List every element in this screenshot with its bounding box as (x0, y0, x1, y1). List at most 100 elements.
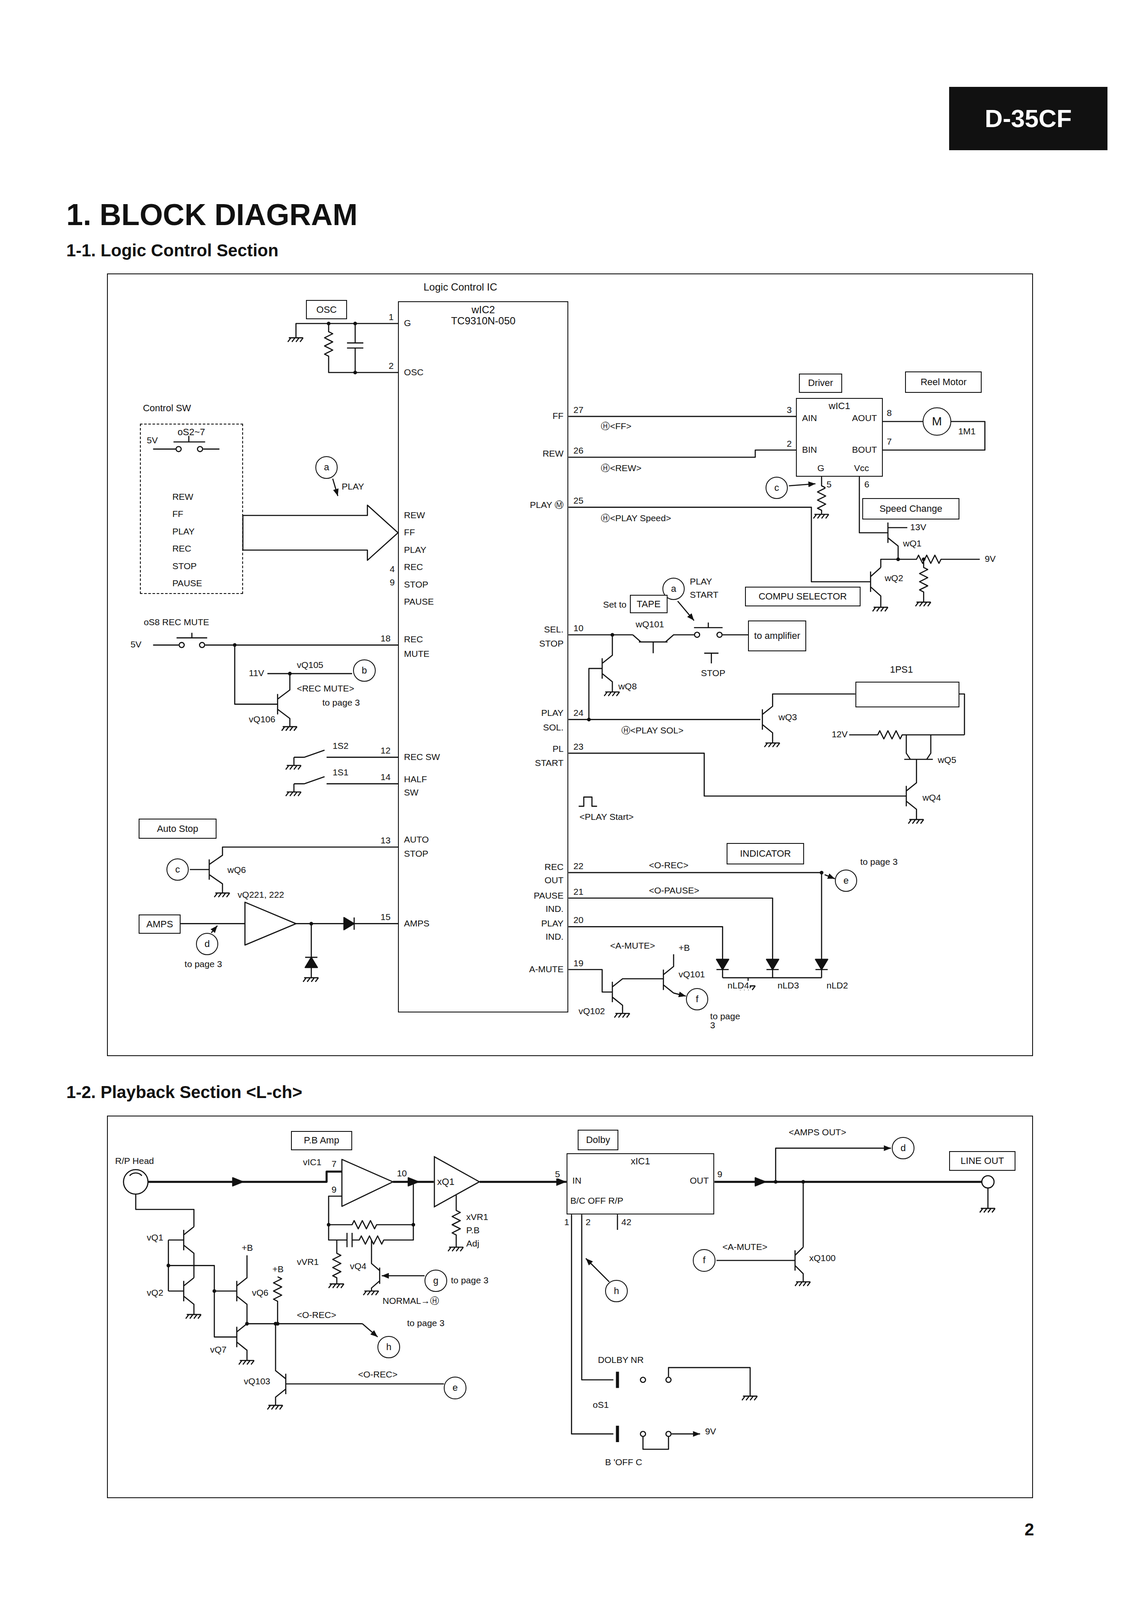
block-heading: 1-2. Playback Section <L-ch> (66, 1082, 303, 1102)
signal-label: wQ3 (777, 712, 798, 722)
signal-label: vQ105 (296, 660, 325, 670)
block-text: f (703, 1255, 706, 1266)
signal-label: 5V (145, 435, 159, 445)
signal-label: REC (403, 562, 424, 572)
block-box: COMPU SELECTOR (745, 586, 861, 606)
block-text: Driver (807, 377, 834, 389)
signal-label: 1S1 (331, 767, 350, 777)
signal-wire (882, 421, 923, 423)
output-circuit (716, 1181, 804, 1283)
block-heading: Logic Control IC (423, 281, 498, 293)
signal-label: vQ101 (677, 969, 707, 979)
indicator-circuit (766, 959, 779, 970)
half-rec-switches (293, 750, 398, 793)
signal-label: to page 3 (859, 857, 899, 867)
block-text: TC9310N-050 (451, 315, 516, 327)
a-mute-circuit (673, 993, 686, 997)
block-text: e (843, 875, 849, 886)
signal-label: 13V (909, 522, 927, 532)
signal-label: PAUSE (171, 578, 204, 588)
signal-label: AUTO (403, 834, 430, 844)
amplifier-triangle: xQ1 (433, 1156, 480, 1208)
output-circuit (755, 1177, 766, 1186)
signal-label: 7 (885, 436, 893, 446)
indicator-circuit (815, 959, 829, 970)
block-text: oS2~7 (177, 427, 205, 438)
signal-label: 19 (572, 958, 585, 968)
speed-circuit (568, 421, 985, 612)
rec-mute-circuit (153, 632, 398, 727)
amps-circuit (305, 957, 318, 968)
signal-label: Ⓗ<PLAY SOL> (620, 725, 685, 735)
callout-circle: d (195, 932, 219, 956)
block-heading: 1PS1 (890, 664, 914, 675)
head-switch-circuit (273, 1321, 278, 1326)
callout-circle: f (692, 1249, 716, 1272)
signal-label: +B (271, 1264, 285, 1274)
head-switch-circuit (245, 1321, 250, 1326)
signal-label: Adj (465, 1238, 481, 1248)
indicator-circuit (819, 870, 824, 875)
amps-circuit (302, 977, 319, 983)
block-box: OSC (305, 299, 347, 320)
head-switch-circuit (238, 1360, 255, 1365)
signal-label: HALF (403, 774, 428, 784)
signal-label: AOUT (851, 413, 878, 423)
head-switch-circuit (212, 1289, 217, 1294)
signal-label: to page 3 (406, 1318, 446, 1328)
signal-label: 2 (1023, 1520, 1035, 1538)
rec-mute-circuit (153, 632, 398, 731)
block-text: wIC1 (828, 400, 851, 412)
signal-label: 13 (379, 835, 392, 845)
block-text: to amplifier (754, 630, 801, 642)
signal-label: 10 (572, 623, 585, 633)
signal-label: SOL. (542, 722, 565, 732)
head-switch-circuit (166, 1263, 171, 1268)
solenoid-circuit (568, 694, 965, 820)
amps-circuit (180, 478, 398, 983)
playback-amp-circuit (123, 1169, 149, 1194)
signal-label: wQ4 (921, 792, 942, 802)
section-frame: 1-2. Playback Section <L-ch>P.B AmpxQ1Do… (106, 1115, 1033, 1499)
signal-label: 7 (330, 1159, 338, 1169)
signal-label: OUT (543, 875, 565, 885)
signal-label: STOP (403, 579, 430, 589)
playback-amp-circuit (341, 1159, 393, 1207)
dolby-switch (665, 1431, 671, 1437)
signal-label: 9 (330, 1184, 338, 1194)
amps-circuit (332, 478, 339, 497)
playback-amp-circuit (326, 1223, 331, 1227)
dolby-switch (615, 1371, 619, 1443)
signal-label: PLAY Ⓜ (528, 500, 565, 510)
auto-stop-circuit (189, 847, 399, 898)
dolby-switch (671, 1433, 701, 1435)
signal-label: to page 3 (183, 959, 223, 969)
block-box: Reel Motor (905, 371, 982, 393)
block-box: Driver (798, 373, 842, 393)
triangle-outline (434, 1156, 480, 1207)
indicator-circuit (716, 959, 729, 970)
rec-mute-circuit (199, 642, 205, 648)
signal-label: STOP (700, 668, 727, 678)
playback-amp-circuit (448, 1246, 464, 1252)
rec-mute-circuit (287, 671, 292, 676)
block-text: xIC1 (630, 1156, 651, 1167)
block-box: INDICATOR (726, 843, 805, 865)
a-mute-circuit (568, 954, 686, 1018)
callout-circle: M (922, 407, 952, 437)
block-text: AMPS (146, 919, 173, 930)
signal-label: vQ102 (577, 1006, 606, 1016)
osc-circuit (287, 337, 304, 342)
signal-label: <AMPS OUT> (787, 1127, 847, 1137)
block-box: LINE OUT (949, 1151, 1016, 1171)
signal-label: vQ1 (145, 1232, 165, 1242)
signal-label: vVR1 (296, 1257, 320, 1267)
signal-label: R/P Head (114, 1156, 155, 1166)
signal-label: PLAY (540, 918, 565, 928)
signal-label: vQ106 (248, 714, 277, 724)
signal-label: PLAY (341, 481, 366, 491)
signal-label: Ⓗ<REW> (599, 463, 643, 473)
signal-label: SEL. (543, 624, 565, 634)
callout-circle: b (353, 659, 376, 682)
